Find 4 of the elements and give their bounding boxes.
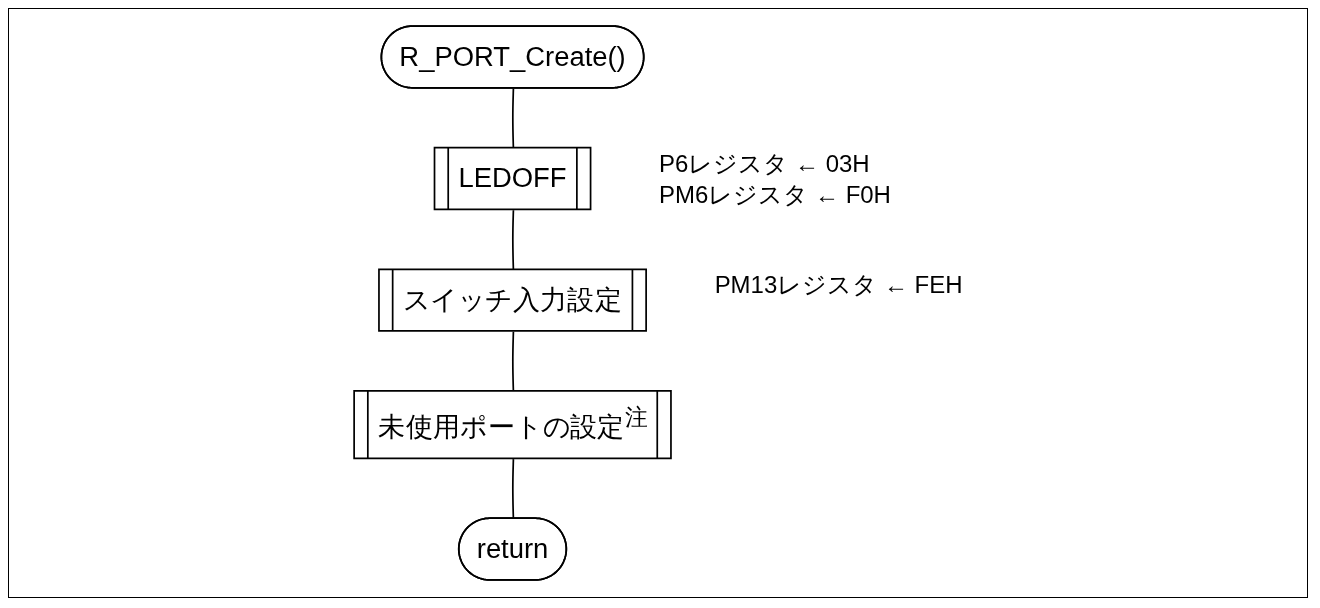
register-note: P6レジスタ ← 03H (659, 149, 870, 177)
connector (512, 458, 515, 520)
register-note: PM6レジスタ ← F0H (659, 180, 892, 208)
register-note: PM13レジスタ ← FEH (714, 271, 963, 299)
